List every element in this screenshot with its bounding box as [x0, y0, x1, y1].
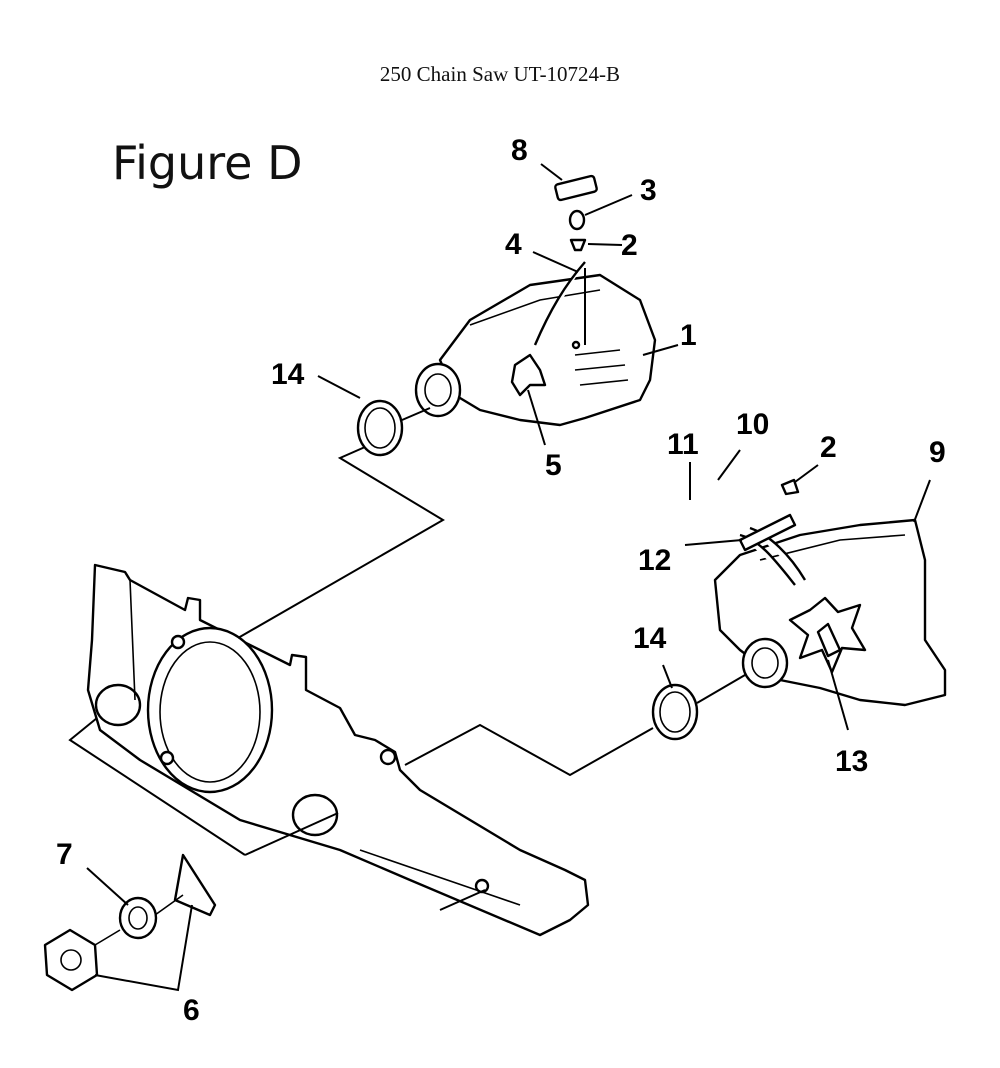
callout-8: 8 — [511, 134, 528, 167]
callout-pointers — [86, 163, 931, 992]
callout-12: 12 — [638, 544, 671, 577]
callout-2-upper: 2 — [621, 229, 638, 262]
crankcase-housing — [86, 563, 590, 937]
callout-9: 9 — [929, 436, 946, 469]
callout-5: 5 — [545, 449, 562, 482]
callout-7: 7 — [56, 838, 73, 871]
callout-11: 11 — [667, 428, 699, 461]
figure-label: Figure D — [112, 136, 303, 190]
part-8-cap — [554, 174, 598, 202]
callout-14-lower: 14 — [633, 622, 667, 655]
callout-14-upper: 14 — [271, 358, 305, 391]
part-14-seal-lower — [651, 683, 699, 741]
callout-6: 6 — [183, 994, 200, 1027]
callout-1: 1 — [680, 319, 697, 352]
fuel-tank — [713, 518, 947, 707]
part-12-clip — [738, 513, 797, 552]
part-3-washer — [568, 209, 586, 231]
document-title: 250 Chain Saw UT-10724-B — [379, 62, 621, 86]
oil-tank — [414, 261, 657, 427]
part-2-screw-right — [780, 478, 800, 496]
callout-4: 4 — [505, 228, 522, 261]
part-7-grommet — [118, 896, 158, 940]
callout-13: 13 — [835, 745, 868, 778]
callout-3: 3 — [640, 174, 657, 207]
part-6-strainer — [173, 853, 217, 917]
callout-10: 10 — [736, 408, 769, 441]
assembly-lines — [68, 268, 746, 911]
part-2-screw-upper — [569, 238, 587, 252]
callout-2-right: 2 — [820, 431, 837, 464]
part-6-cap — [43, 928, 99, 992]
callout-labels: 8 3 2 4 1 14 5 10 11 2 9 12 14 13 7 6 — [56, 134, 946, 1027]
part-14-seal-upper — [356, 399, 404, 457]
